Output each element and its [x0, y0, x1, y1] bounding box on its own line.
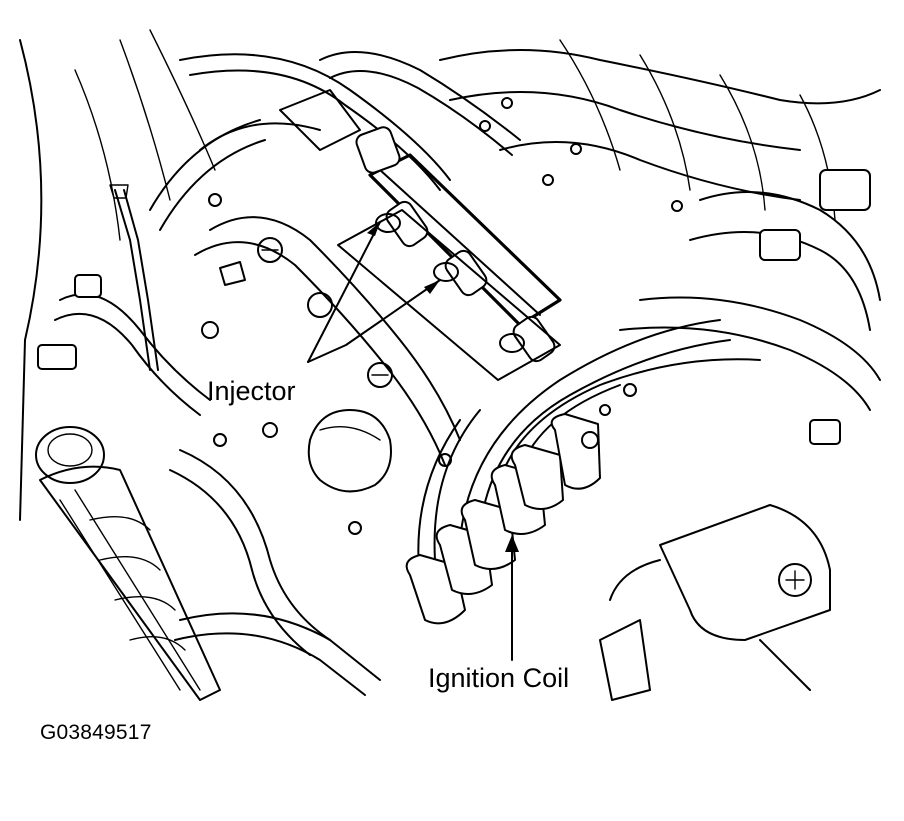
throttle-body-area [619, 169, 881, 445]
injector-leader-2 [307, 279, 441, 363]
injector-leader-1 [307, 221, 381, 363]
injector-arrowhead-2 [424, 280, 440, 294]
left-hoses [37, 274, 381, 696]
radiator [35, 426, 221, 701]
misc-bolts [213, 383, 637, 467]
cylinder-head [194, 89, 461, 535]
fuel-rail [355, 126, 562, 327]
injector-2 [433, 249, 488, 297]
figure-id-label: G03849517 [40, 721, 152, 744]
injector-3 [499, 315, 556, 363]
oil-filler-cap [307, 409, 392, 493]
ignition-coil-boots [405, 413, 601, 625]
injector-label: Injector [207, 376, 296, 406]
arrowheads [367, 222, 519, 552]
injector-arrowhead-1 [367, 222, 380, 236]
injectors [375, 200, 556, 363]
ignition-coil-label: Ignition Coil [428, 663, 570, 693]
coil-arrowhead [505, 535, 519, 552]
sensor-bracket [599, 504, 831, 701]
left-fender-outline [19, 29, 216, 521]
injector-1 [375, 200, 429, 248]
callout-lines [307, 221, 513, 661]
wiring-harness-top [149, 51, 521, 231]
